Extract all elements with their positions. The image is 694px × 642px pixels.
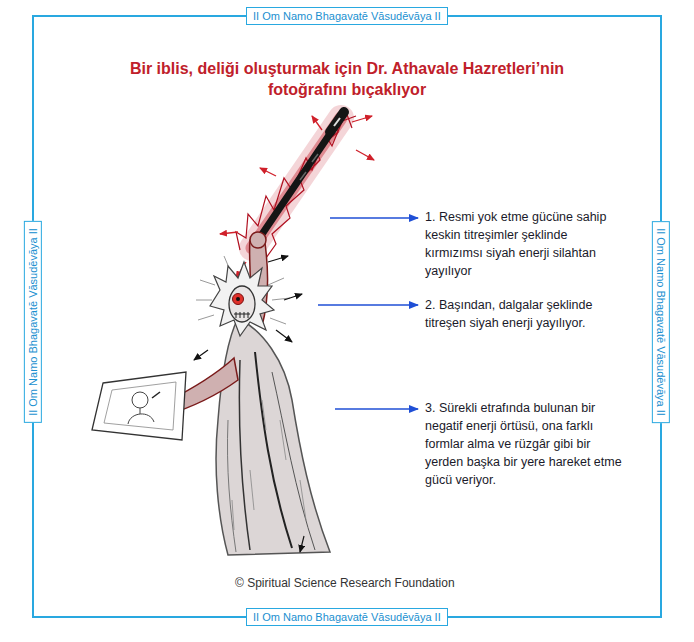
- mantra-text: II Om Namo Bhagavatē Vāsudēvāya II: [253, 10, 441, 22]
- photograph: [128, 408, 154, 424]
- demon-head: [236, 297, 240, 301]
- energy-arrows-black: [194, 350, 208, 360]
- robe: [216, 318, 330, 555]
- weapon: [300, 154, 318, 180]
- frame-border: [33, 16, 661, 617]
- energy-arrows-red: [260, 168, 276, 176]
- title: Bir iblis, deliği oluşturmak için Dr. At…: [127, 58, 567, 100]
- mantra-band: II Om Namo Bhagavatē Vāsudēvāya II: [246, 608, 448, 626]
- weapon-glow: [266, 116, 356, 258]
- weapon: [334, 118, 340, 126]
- photograph: [132, 392, 148, 408]
- demon-head: [210, 262, 274, 336]
- weapon: [254, 112, 344, 246]
- robe: [232, 400, 306, 530]
- copyright-caption: © Spiritual Science Research Foundation: [235, 576, 455, 591]
- demon-head: [229, 286, 255, 322]
- weapon-glow: [236, 112, 352, 250]
- energy-arrows-red: [356, 150, 374, 160]
- energy-arrows-black: [300, 536, 304, 552]
- robe: [239, 360, 250, 550]
- energy-arrows-black: [268, 256, 288, 262]
- energy-arrows-black: [284, 294, 302, 300]
- energy-arrows-red: [312, 116, 322, 130]
- robe: [216, 318, 330, 555]
- callout-text: 3. Sürekli etrafında bulunan bir negatif…: [425, 399, 630, 489]
- photograph: [92, 372, 186, 440]
- energy-arrows-red: [220, 232, 238, 234]
- energy-arrows-red: [352, 116, 372, 122]
- mantra-text: II Om Namo Bhagavatē Vāsudēvāya II: [655, 228, 667, 416]
- callout-text: 1. Resmi yok etme gücüne sahip keskin ti…: [425, 208, 625, 280]
- energy-arrows-black: [276, 330, 292, 342]
- photograph: [152, 392, 160, 398]
- demon-head: [234, 312, 250, 318]
- energy-arrows-black: [194, 256, 304, 552]
- weapon: [330, 112, 344, 132]
- raised-arm: [250, 232, 266, 248]
- weapon-glow: [252, 118, 341, 248]
- leader-arrows: [318, 218, 418, 409]
- weapon-glow: [236, 112, 356, 258]
- demon-head: [210, 262, 274, 336]
- mantra-band: II Om Namo Bhagavatē Vāsudēvāya II: [24, 221, 42, 423]
- photograph: [104, 382, 176, 430]
- leader-arrow: [318, 304, 418, 306]
- demon-head: [233, 294, 244, 305]
- weapon: [254, 122, 338, 246]
- weapon-glow: [252, 118, 341, 248]
- robe: [227, 420, 236, 552]
- leader-arrow: [330, 217, 418, 219]
- mantra-text: II Om Namo Bhagavatē Vāsudēvāya II: [253, 611, 441, 623]
- mantra-band: II Om Namo Bhagavatē Vāsudēvāya II: [652, 221, 670, 423]
- robe: [272, 372, 315, 550]
- energy-arrows-red: [220, 116, 374, 278]
- leader-arrow: [335, 408, 418, 410]
- photograph: [92, 372, 186, 440]
- callout-text: 2. Başından, dalgalar şeklinde titreşen …: [425, 296, 625, 332]
- robe: [255, 352, 292, 548]
- mantra-text: II Om Namo Bhagavatē Vāsudēvāya II: [27, 228, 39, 416]
- mantra-band: II Om Namo Bhagavatē Vāsudēvāya II: [246, 7, 448, 25]
